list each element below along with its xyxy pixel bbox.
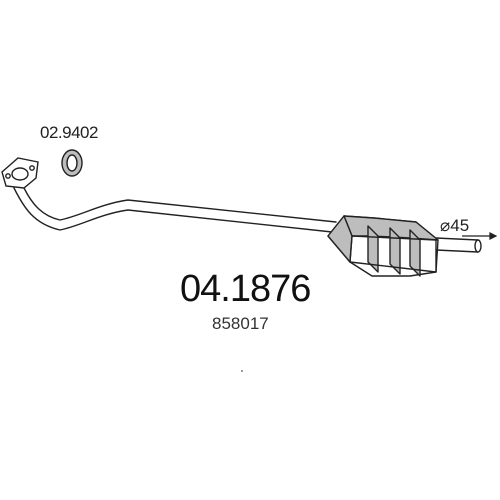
outlet-pipe <box>435 237 482 253</box>
catalytic-converter <box>327 215 439 277</box>
reference-number: 858017 <box>212 314 269 333</box>
front-pipe <box>13 187 337 233</box>
stray-dot <box>241 370 243 372</box>
flange-icon <box>1 157 39 189</box>
diameter-arrow-icon <box>462 232 498 240</box>
gasket-part-number: 02.9402 <box>40 123 98 142</box>
outlet-diameter-label: ⌀45 <box>440 216 470 235</box>
main-part-number: 04.1876 <box>180 268 311 310</box>
gasket-icon <box>61 149 83 177</box>
